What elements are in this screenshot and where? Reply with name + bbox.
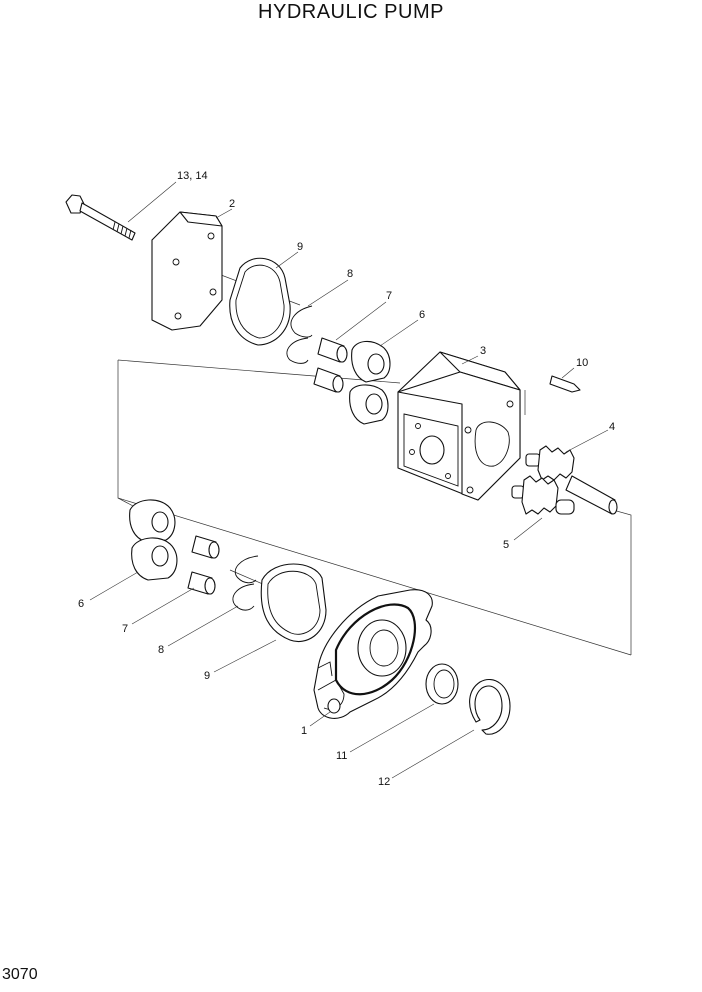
dowel-pin-part-10 — [549, 375, 581, 393]
bearing-block-part-6-top — [349, 340, 391, 425]
wire-ring-part-8-top — [286, 305, 313, 364]
bushing-part-7-top — [313, 337, 348, 393]
callout-7-top: 7 — [386, 290, 392, 302]
wire-ring-part-8-bottom — [232, 555, 259, 611]
bearing-block-part-6-bottom — [129, 499, 178, 581]
leader-lines — [89, 181, 609, 779]
callout-2: 2 — [229, 198, 235, 210]
bolt-part-13-14 — [65, 194, 136, 241]
callout-10: 10 — [576, 357, 588, 369]
pump-body-part-3 — [397, 351, 521, 501]
oil-seal-part-11 — [425, 663, 459, 705]
callout-11: 11 — [336, 750, 347, 762]
bushing-part-7-bottom — [187, 535, 220, 595]
front-flange-part-1 — [313, 589, 433, 719]
page-number: 3070 — [2, 966, 38, 983]
callout-9-bottom: 9 — [204, 670, 210, 682]
callout-3: 3 — [480, 345, 486, 357]
callout-6-top: 6 — [419, 309, 425, 321]
callout-8-bottom: 8 — [158, 644, 164, 656]
callout-13-14: 13, 14 — [177, 170, 208, 182]
seal-part-9-bottom — [260, 563, 327, 642]
callout-labels: 13, 14 2 9 8 7 6 3 10 4 5 6 7 8 9 1 11 1… — [78, 170, 615, 788]
callout-8-top: 8 — [347, 268, 353, 280]
callout-7-bottom: 7 — [122, 623, 128, 635]
rear-cover-part-2 — [151, 211, 223, 331]
drive-gear-part-4 — [525, 445, 618, 515]
callout-5: 5 — [503, 539, 509, 551]
callout-12: 12 — [378, 776, 390, 788]
callout-4: 4 — [609, 421, 615, 433]
driven-gear-part-5 — [511, 475, 575, 515]
page-title: HYDRAULIC PUMP — [258, 1, 444, 23]
seal-part-9-top — [229, 257, 291, 346]
callout-9-top: 9 — [297, 241, 303, 253]
snap-ring-part-12 — [469, 679, 511, 735]
callout-6-bottom: 6 — [78, 598, 84, 610]
callout-1: 1 — [301, 725, 307, 737]
